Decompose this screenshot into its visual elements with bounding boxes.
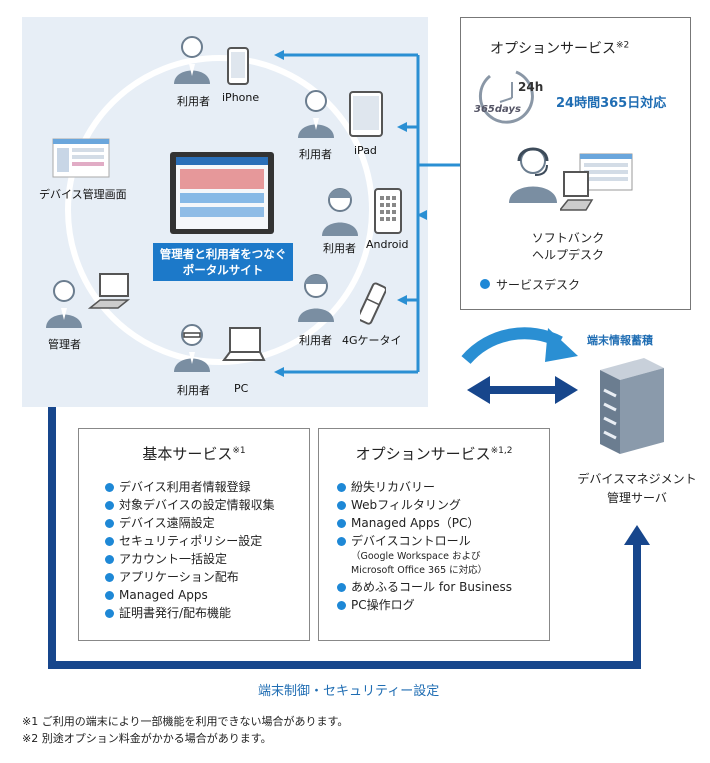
clock-365-text: 365days: [474, 104, 521, 115]
option-services-title: オプションサービス※1,2: [319, 443, 549, 464]
user-icon: [174, 36, 210, 84]
portal-label-line2: ポータルサイト: [182, 263, 264, 277]
ipad-icon: [349, 91, 383, 137]
pc-label: PC: [234, 382, 249, 395]
user-icon: [298, 274, 334, 322]
footnote-2: ※2 別途オプション料金がかかる場合があります。: [22, 732, 272, 745]
ipad-label: iPad: [354, 144, 377, 157]
option-service-panel: [460, 17, 691, 310]
admin-screen-icon: [52, 138, 110, 178]
basic-services-title: 基本サービス※1: [79, 443, 309, 464]
flow-label: 端末制御・セキュリティー設定: [258, 684, 440, 699]
option-services-title-text: オプションサービス: [355, 445, 491, 463]
admin-screen-label: デバイス管理画面: [39, 188, 127, 201]
list-item: デバイスコントロール: [335, 532, 549, 550]
portal-label: 管理者と利用者をつなぐ ポータルサイト: [153, 243, 293, 281]
basic-services-list: デバイス利用者情報登録 対象デバイスの設定情報収集 デバイス遠隔設定 セキュリテ…: [103, 478, 309, 622]
server-label-line1: デバイスマネジメント: [577, 472, 697, 486]
option-services-box: オプションサービス※1,2 紛失リカバリー Webフィルタリング Managed…: [318, 428, 550, 641]
option-panel-title: オプションサービス※2: [490, 38, 629, 58]
service-desk-legend-dot: [480, 279, 490, 289]
option-panel-title-sup: ※2: [616, 40, 630, 51]
list-item: セキュリティポリシー設定: [103, 532, 309, 550]
list-item: Managed Apps: [103, 586, 309, 604]
iphone-user-label: 利用者: [177, 95, 210, 108]
clock-24h-text: 24h: [518, 80, 544, 94]
option-arrowheads: [274, 50, 427, 377]
service-desk-legend-label: サービスデスク: [496, 278, 581, 292]
sync-double-arrow: [467, 376, 578, 404]
portal-ring: [65, 55, 375, 365]
list-item-note-line1: （Google Workspace および: [351, 551, 481, 562]
option-services-title-sup: ※1,2: [490, 446, 513, 456]
list-item: アプリケーション配布: [103, 568, 309, 586]
iphone-icon: [227, 47, 249, 85]
list-item: PC操作ログ: [335, 596, 549, 614]
user-icon: [322, 188, 358, 236]
list-item: 証明書発行/配布機能: [103, 604, 309, 622]
helpdesk-line1: ソフトバンク: [531, 231, 605, 245]
basic-services-title-text: 基本サービス: [142, 445, 233, 463]
list-item: デバイス利用者情報登録: [103, 478, 309, 496]
android-icon: [374, 188, 402, 234]
helpdesk-line2: ヘルプデスク: [531, 248, 604, 262]
control-flow-arrow: [48, 407, 650, 669]
iphone-label: iPhone: [222, 91, 260, 104]
list-item: 対象デバイスの設定情報収集: [103, 496, 309, 514]
support-hours-text: 24時間365日対応: [556, 96, 667, 111]
portal-screen-icon: [170, 152, 274, 234]
list-item: 紛失リカバリー: [335, 478, 549, 496]
flip-phone-icon: [360, 282, 386, 325]
pc-user-label: 利用者: [177, 384, 210, 397]
user-icon: [298, 90, 334, 138]
list-item-note-line2: Microsoft Office 365 に対応）: [351, 565, 488, 576]
list-item: アカウント一括設定: [103, 550, 309, 568]
laptop-icon: [222, 327, 266, 361]
list-item: デバイス遠隔設定: [103, 514, 309, 532]
server-icon: [600, 358, 664, 454]
server-label-line2: 管理サーバ: [607, 491, 667, 505]
list-item: Webフィルタリング: [335, 496, 549, 514]
helpdesk-label: ソフトバンク ヘルプデスク: [524, 230, 612, 264]
server-store-label: 端末情報蓄積: [587, 334, 653, 347]
store-curved-arrow: [461, 327, 578, 365]
android-label: Android: [366, 238, 409, 251]
basic-services-box: 基本サービス※1 デバイス利用者情報登録 対象デバイスの設定情報収集 デバイス遠…: [78, 428, 310, 641]
list-item: Managed Apps（PC）: [335, 514, 549, 532]
basic-services-title-sup: ※1: [232, 446, 246, 456]
ipad-user-label: 利用者: [299, 148, 332, 161]
feature-phone-label: 4Gケータイ: [342, 334, 402, 347]
footnote-1: ※1 ご利用の端末により一部機能を利用できない場合があります。: [22, 715, 349, 728]
helpdesk-computer-icon: [560, 153, 633, 211]
feature-phone-user-label: 利用者: [299, 334, 332, 347]
helpdesk-operator-icon: [509, 147, 557, 203]
user-icon: [174, 324, 210, 372]
clock-24-365-icon: [478, 70, 534, 124]
android-user-label: 利用者: [323, 242, 356, 255]
admin-label: 管理者: [48, 338, 81, 351]
portal-label-line1: 管理者と利用者をつなぐ: [159, 247, 287, 261]
admin-user-icon: [46, 280, 82, 328]
desktop-pc-icon: [88, 273, 131, 309]
list-item: あめふるコール for Business: [335, 578, 549, 596]
option-connection-lines: [283, 53, 460, 374]
option-panel-title-text: オプションサービス: [490, 41, 616, 57]
option-services-list: 紛失リカバリー Webフィルタリング Managed Apps（PC） デバイス…: [335, 478, 549, 614]
server-label: デバイスマネジメント 管理サーバ: [575, 470, 699, 508]
